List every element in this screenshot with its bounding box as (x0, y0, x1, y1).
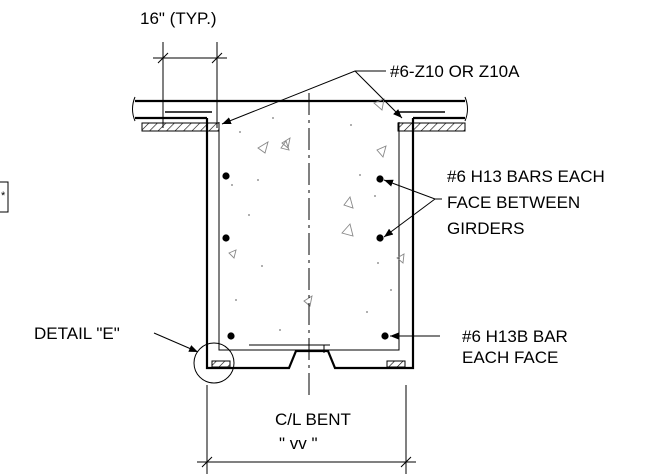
bottom-pad-left (211, 360, 231, 368)
centerline-label: C/L BENT (275, 410, 351, 429)
rebar-h13 (376, 175, 384, 183)
spacing-dimension: 16" (TYP.) (140, 9, 227, 128)
concrete-texture (228, 98, 405, 331)
width-label: " vv " (279, 434, 318, 453)
side-mark-label: * (1, 190, 6, 202)
detail-circle (193, 342, 235, 384)
h13b-callout: #6 H13B BAR EACH FACE (390, 327, 568, 367)
side-mark-box: * (0, 181, 9, 213)
detail-e-callout: DETAIL "E" (34, 324, 235, 384)
bearing-pad-right (397, 122, 466, 132)
bottom-pad-right (386, 360, 406, 368)
rebar-h13 (222, 234, 230, 242)
rebar-h13 (222, 172, 230, 180)
width-dimension: " vv " (197, 385, 416, 474)
spacing-label: 16" (TYP.) (140, 9, 217, 28)
h13b-label-line1: #6 H13B BAR (462, 327, 568, 346)
deck-slab (132, 96, 468, 132)
h13-label-line1: #6 H13 BARS EACH (447, 167, 605, 186)
rebar-h13b (381, 332, 389, 340)
z-bars-callout: #6-Z10 OR Z10A (221, 62, 520, 125)
detail-label: DETAIL "E" (34, 324, 120, 343)
h13-label-line2: FACE BETWEEN (447, 193, 580, 212)
z-bars-label: #6-Z10 OR Z10A (390, 62, 520, 81)
rebar-dots (222, 172, 389, 340)
rebar-h13 (376, 234, 384, 242)
rebar-h13b (227, 332, 235, 340)
h13-label-line3: GIRDERS (447, 219, 524, 238)
h13-callout: #6 H13 BARS EACH FACE BETWEEN GIRDERS (383, 167, 605, 238)
h13b-label-line2: EACH FACE (462, 348, 558, 367)
